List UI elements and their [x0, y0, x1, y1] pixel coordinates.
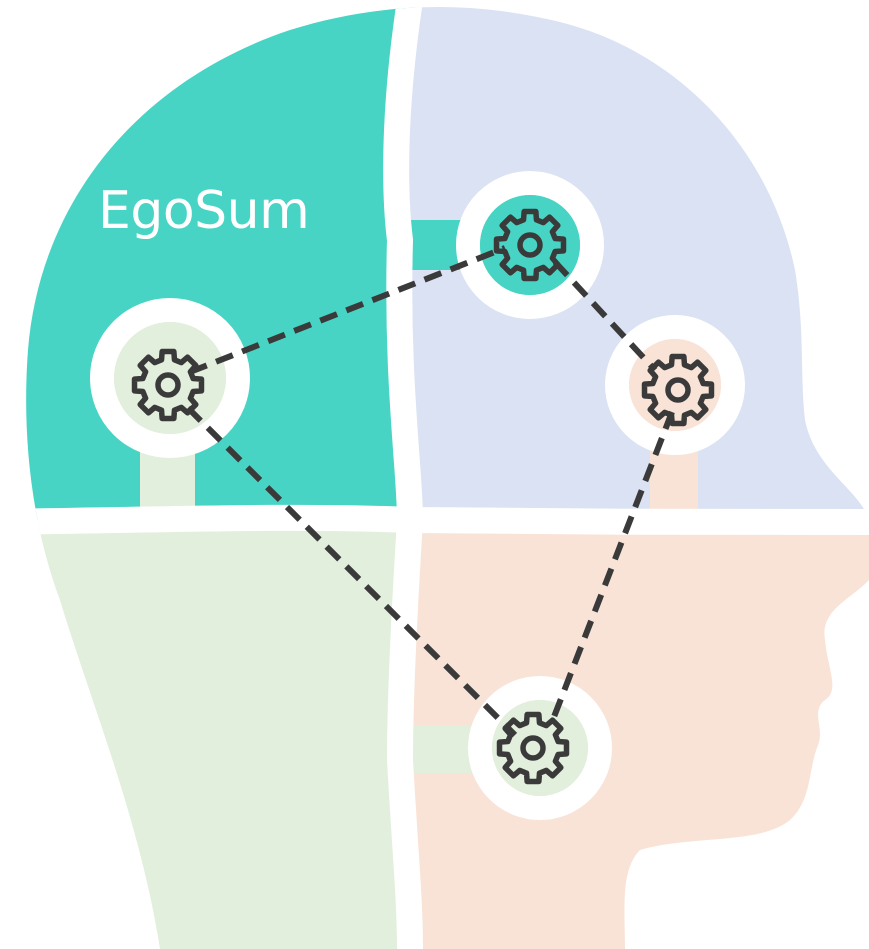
gear-icons	[131, 208, 715, 785]
gear-hub	[517, 232, 543, 258]
gear-hub	[665, 377, 691, 403]
right-gear-icon	[641, 353, 715, 427]
connection-left-bottom	[185, 405, 518, 738]
gear-outline	[493, 208, 567, 282]
right-knob-outline	[605, 315, 745, 455]
gear-outline	[641, 353, 715, 427]
left-knob-outline	[90, 298, 250, 458]
top-knob-outline	[456, 171, 604, 319]
connection-lines	[185, 245, 675, 738]
green-puzzle-piece	[26, 520, 420, 949]
logo-text: EgoSum	[98, 181, 309, 241]
gear-outline	[496, 711, 570, 785]
top-gear-icon	[493, 208, 567, 282]
bottom-knob-outline	[468, 676, 612, 820]
gear-hub	[155, 372, 181, 398]
seam-horizontal	[26, 504, 869, 535]
gear-outline	[131, 348, 205, 422]
connection-top-right	[552, 259, 658, 373]
bottom-gear-icon	[496, 711, 570, 785]
connection-left-top	[188, 245, 507, 375]
gear-hub	[520, 735, 546, 761]
left-gear-icon	[131, 348, 205, 422]
seam-vertical	[383, 7, 424, 949]
